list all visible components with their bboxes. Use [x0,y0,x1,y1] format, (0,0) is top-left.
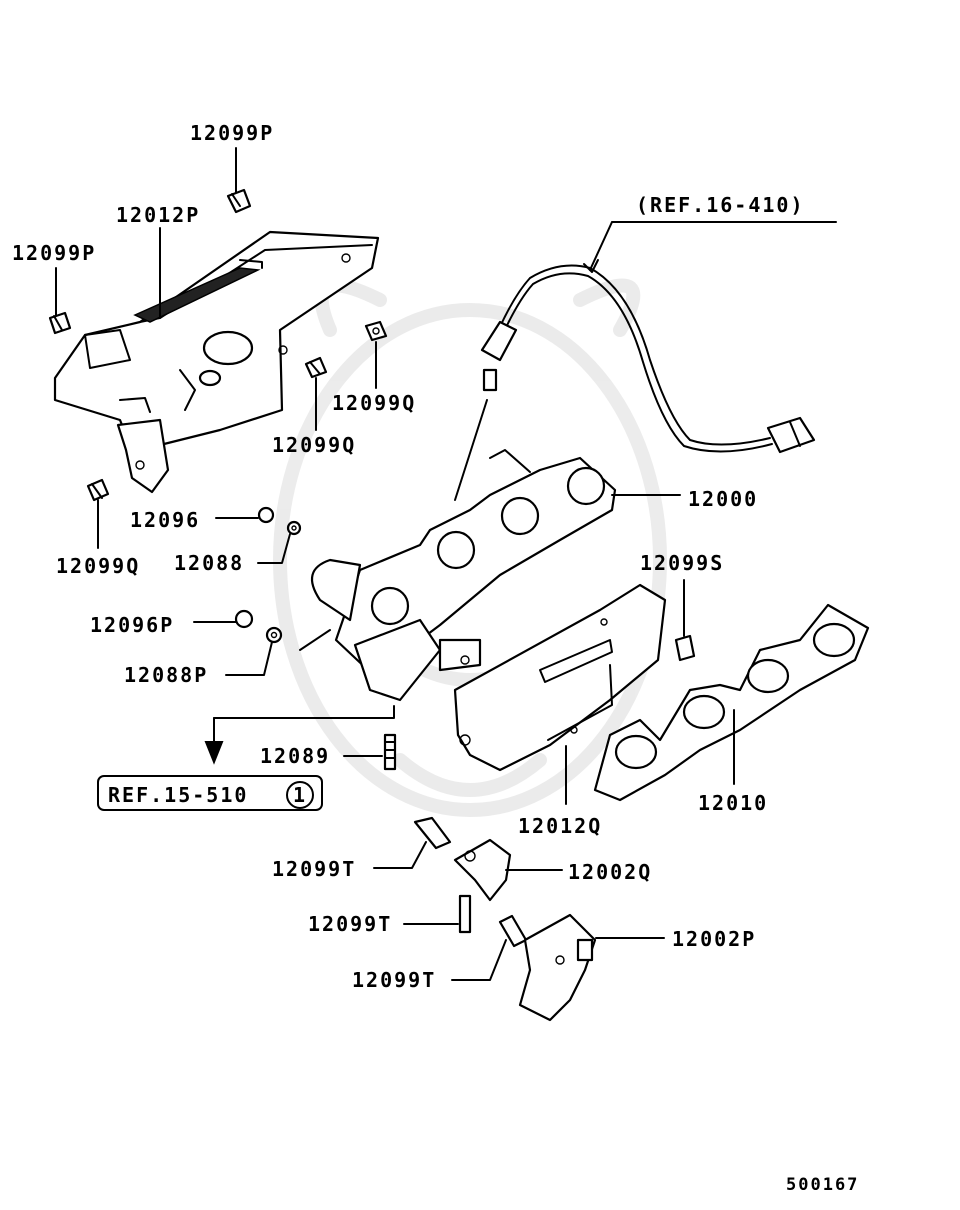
heat-shield-upper[interactable] [53,230,380,494]
oxygen-sensor[interactable] [480,264,816,454]
reference-box-15-510[interactable]: REF.15-510 1 [97,775,323,811]
label-12000[interactable]: 12000 [688,487,758,511]
washer-12088[interactable] [286,520,302,536]
label-12099T-a[interactable]: 12099T [272,857,356,881]
label-12099P-left[interactable]: 12099P [12,241,96,265]
nut-12099Q-right[interactable] [364,320,388,342]
label-12012P[interactable]: 12012P [116,203,200,227]
label-12099T-c[interactable]: 12099T [352,968,436,992]
catalog-number: 500167 [786,1175,859,1195]
label-12002P[interactable]: 12002P [672,927,756,951]
manifold-gasket[interactable] [593,603,870,802]
label-12099Q-right[interactable]: 12099Q [332,391,416,415]
nut-12096P[interactable] [234,609,254,629]
bolt-12099P-left[interactable] [48,311,72,335]
label-12099T-b[interactable]: 12099T [308,912,392,936]
bracket-12002Q[interactable] [453,838,512,902]
label-12099Q-left[interactable]: 12099Q [56,554,140,578]
exhaust-manifold[interactable] [299,449,617,702]
label-12089[interactable]: 12089 [260,744,330,768]
label-12096[interactable]: 12096 [130,508,200,532]
washer-12088P[interactable] [265,626,283,644]
label-12096P[interactable]: 12096P [90,613,174,637]
label-12099Q-mid[interactable]: 12099Q [272,433,356,457]
stud-12089[interactable] [383,733,397,771]
reference-circle-number: 1 [293,783,307,807]
label-12010[interactable]: 12010 [698,791,768,815]
label-12088P[interactable]: 12088P [124,663,208,687]
ref-arrow-down-icon [204,741,224,765]
bracket-12002P[interactable] [518,913,597,1022]
label-12099S[interactable]: 12099S [640,551,724,575]
leader-lines [55,147,837,981]
bolt-12099T-c[interactable] [498,914,528,948]
bolt-12099T-a[interactable] [413,816,452,850]
nut-12096[interactable] [257,506,275,524]
bolt-12099Q-mid[interactable] [304,356,328,379]
bolt-12099T-b[interactable] [458,894,472,934]
label-12012Q[interactable]: 12012Q [518,814,602,838]
reference-15-510-text: REF.15-510 [108,783,248,807]
bolt-12099Q-left[interactable] [86,478,110,502]
heat-shield-lower[interactable] [453,583,667,772]
label-12088[interactable]: 12088 [174,551,244,575]
bolt-12099S[interactable] [674,634,696,662]
label-12002Q[interactable]: 12002Q [568,860,652,884]
bolt-12099P-top[interactable] [226,188,252,214]
label-12099P-top[interactable]: 12099P [190,121,274,145]
reference-16-410-label[interactable]: (REF.16-410) [636,193,805,217]
